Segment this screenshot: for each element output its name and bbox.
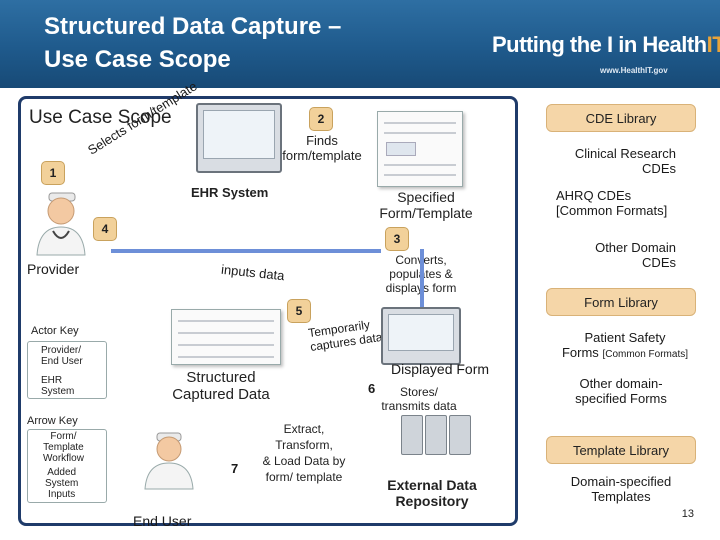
patient-safety-line-2: Forms [561, 345, 599, 360]
step-7-label: 7 [231, 461, 239, 476]
step-2-badge: 2 [309, 107, 333, 131]
etl-line-4: form/ template [265, 470, 343, 484]
arrow-key-box [27, 429, 107, 503]
stores-line-2: transmits data [381, 399, 457, 413]
section-title: Use Case Scope [29, 107, 172, 128]
clinical-research-cdes: Clinical Research CDEs [540, 146, 676, 176]
cde-library-badge: CDE Library [546, 104, 696, 132]
structured-line-2: Captured Data [172, 386, 270, 403]
stores-line-1: Stores/ [399, 385, 438, 399]
template-library-badge: Template Library [546, 436, 696, 464]
end-user-label: End User [133, 513, 192, 529]
ahrq-line-2: [Common Formats] [556, 203, 668, 218]
use-case-diagram: Use Case Scope 2 Finds form/template 1 S… [18, 78, 518, 529]
actor-provider-line-1: Provider/ [41, 345, 82, 356]
step-6-label: 6 [368, 381, 376, 396]
input-arrow [111, 249, 381, 253]
ahrq-line-1: AHRQ CDEs [556, 188, 632, 203]
title-line-2: Use Case Scope [44, 46, 231, 73]
actor-ehr-line-2: System [41, 386, 75, 397]
specified-line-2: Form/Template [379, 205, 473, 221]
other-domain-line-2: CDEs [642, 255, 676, 270]
server-icon-3 [449, 415, 471, 455]
slide-title: Structured Data Capture – Use Case Scope [44, 10, 341, 76]
server-icon-1 [401, 415, 423, 455]
domain-templates-line-1: Domain-specified [570, 474, 672, 489]
displayed-form-monitor-icon [381, 307, 461, 365]
etl-line-3: & Load Data by [262, 454, 346, 468]
etl-label: Extract, Transform, & Load Data by form/… [249, 421, 359, 485]
arrow-key-title: Arrow Key [27, 415, 78, 427]
finds-label: Finds form/template [277, 133, 367, 163]
arrow-form-line-3: Workflow [43, 453, 84, 464]
finds-line-2: form/template [282, 148, 362, 163]
step-1-badge: 1 [41, 161, 65, 185]
displayed-form-label: Displayed Form [391, 361, 490, 377]
etl-line-1: Extract, [283, 422, 325, 436]
clinical-line-1: Clinical Research [574, 146, 676, 161]
inputs-data-label: inputs data [220, 261, 286, 284]
specified-form-label: Specified Form/Template [361, 189, 491, 221]
other-forms-line-2: specified Forms [575, 391, 667, 406]
healthit-logo: Putting the I in HealthIT [492, 32, 720, 58]
patient-safety-line-1: Patient Safety [584, 330, 666, 345]
patient-safety-forms: Patient Safety Forms [Common Formats] [550, 330, 700, 362]
arrow-added-line-2: System [45, 478, 79, 489]
ehr-system-label: EHR System [191, 185, 269, 200]
other-domain-line-1: Other Domain [595, 240, 676, 255]
step-5-badge: 5 [287, 299, 311, 323]
arrow-form-line-2: Template [43, 442, 84, 453]
patient-safety-common-formats: [Common Formats] [602, 349, 689, 360]
provider-label: Provider [27, 261, 80, 277]
etl-line-2: Transform, [275, 438, 333, 452]
arrow-key-added-inputs: Added System Inputs [45, 467, 78, 500]
form-template-doc-icon [377, 111, 463, 187]
server-icon-2 [425, 415, 447, 455]
form-library-badge: Form Library [546, 288, 696, 316]
ehr-monitor-icon [196, 103, 282, 173]
arrow-form-line-1: Form/ [50, 431, 77, 442]
actor-key-box [27, 341, 107, 399]
arrow-added-line-1: Added [47, 467, 77, 478]
other-domain-cdes: Other Domain CDEs [540, 240, 676, 270]
actor-key-title: Actor Key [31, 325, 79, 337]
domain-specified-templates: Domain-specified Templates [546, 474, 696, 504]
brand-url: www.HealthIT.gov [600, 66, 668, 75]
domain-templates-line-2: Templates [591, 489, 651, 504]
page-number: 13 [681, 508, 694, 520]
external-repository-label: External Data Repository [377, 477, 487, 509]
display-arrow [420, 249, 424, 309]
title-line-1: Structured Data Capture – [44, 13, 342, 40]
other-forms-line-1: Other domain- [579, 376, 663, 391]
actor-provider-line-2: End User [41, 356, 83, 367]
ahrq-cdes: AHRQ CDEs [Common Formats] [556, 188, 692, 218]
ext-repo-line-1: External Data [387, 477, 477, 493]
actor-key-provider: Provider/ End User [41, 345, 83, 367]
captured-data-form-icon [171, 309, 281, 365]
brand-text: Putting the I in Health [492, 32, 707, 57]
structured-line-1: Structured [186, 369, 256, 386]
arrow-added-line-3: Inputs [48, 489, 76, 500]
step-3-badge: 3 [385, 227, 409, 251]
ext-repo-line-2: Repository [395, 493, 469, 509]
arrow-key-form-workflow: Form/ Template Workflow [43, 431, 84, 464]
brand-it: IT [706, 32, 720, 57]
clinical-line-2: CDEs [642, 161, 676, 176]
temp-capture-label: Temporarily captures data [307, 316, 383, 354]
stores-label: Stores/ transmits data [371, 385, 467, 413]
other-domain-forms: Other domain- specified Forms [546, 376, 696, 406]
provider-avatar [31, 189, 91, 257]
actor-ehr-line-1: EHR [41, 375, 63, 386]
finds-line-1: Finds [306, 133, 338, 148]
structured-data-label: Structured Captured Data [161, 369, 281, 403]
end-user-avatar [141, 429, 197, 491]
specified-line-1: Specified [397, 189, 455, 205]
header-banner: Structured Data Capture – Use Case Scope… [0, 0, 720, 88]
step-4-badge: 4 [93, 217, 117, 241]
actor-key-ehr: EHR System [41, 375, 74, 397]
